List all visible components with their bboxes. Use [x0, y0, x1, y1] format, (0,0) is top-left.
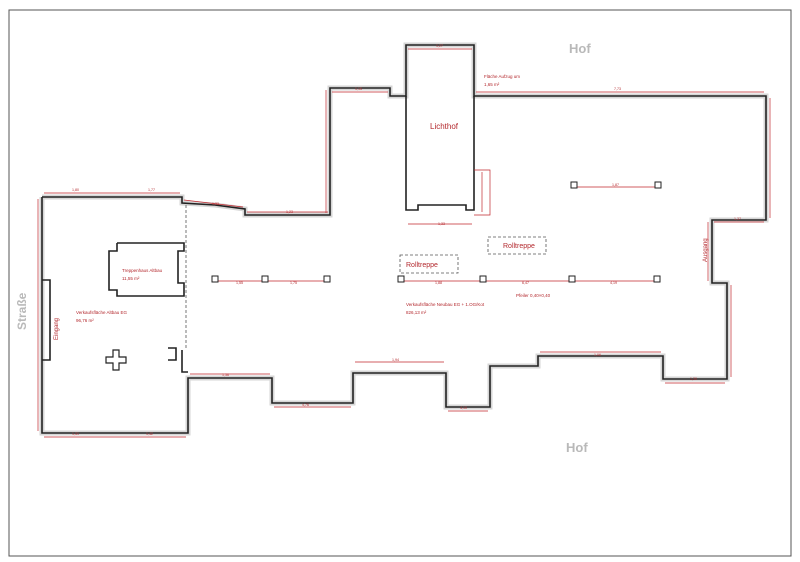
- svg-text:4,76: 4,76: [302, 403, 309, 407]
- pfeiler-label: Pfeiler 0,40×0,40: [516, 293, 551, 298]
- wall-shadow: [39, 42, 769, 436]
- treppenhaus-area: 11,55 m²: [122, 276, 140, 281]
- strasse-label: Straße: [15, 292, 29, 330]
- verkauf-neubau-label: Verkaufsfläche Neubau EG + 1.OG/Kot: [406, 302, 485, 307]
- svg-text:1,31: 1,31: [72, 432, 79, 436]
- hof-bottom-label: Hof: [566, 440, 588, 455]
- svg-text:1,94: 1,94: [392, 358, 399, 362]
- dimension-numbers: 1,80 1,77 1,15 1,27 7,73 1,87 1,55 1,75 …: [72, 44, 741, 436]
- svg-text:1,36: 1,36: [222, 373, 229, 377]
- treppenhaus-label: Treppenhaus Altbau: [122, 268, 163, 273]
- flaeche-aufzugum-label: Fläche Aufzug um: [484, 74, 520, 79]
- svg-text:1,30: 1,30: [690, 377, 697, 381]
- altbau-detail-2: [168, 347, 177, 361]
- ausgang-label: Ausgang: [703, 238, 709, 262]
- lichthof-label: Lichthof: [430, 122, 459, 131]
- svg-text:1,33: 1,33: [438, 222, 445, 226]
- pillar-row-left: [211, 275, 331, 283]
- lichthof-detail: [474, 169, 491, 216]
- svg-text:1,55: 1,55: [236, 281, 243, 285]
- svg-text:4,10: 4,10: [460, 406, 467, 410]
- sheet-border: [8, 9, 792, 557]
- svg-text:1,37: 1,37: [734, 217, 741, 221]
- dimension-lines: [37, 90, 771, 438]
- entrance-walls: [42, 279, 51, 361]
- svg-text:1,80: 1,80: [72, 188, 79, 192]
- svg-text:1,77: 1,77: [148, 188, 155, 192]
- svg-text:1,88: 1,88: [435, 281, 442, 285]
- verkauf-altbau-area: 96,76 m²: [76, 318, 94, 323]
- svg-text:1,06: 1,06: [594, 353, 601, 357]
- verkauf-altbau-label: Verkaufsfläche Altbau EG: [76, 310, 128, 315]
- svg-text:1,42: 1,42: [146, 432, 153, 436]
- rolltreppe-2-box: [487, 236, 547, 255]
- rolltreppe-1-box: [399, 254, 459, 274]
- svg-text:1,15: 1,15: [355, 87, 362, 91]
- column-cross: [105, 349, 127, 371]
- svg-text:1,23: 1,23: [286, 210, 293, 214]
- flaeche-aufzugum-area: 1,65 m²: [484, 82, 500, 87]
- verkauf-neubau-area: 826,13 m²: [406, 310, 427, 315]
- svg-text:4,19: 4,19: [610, 281, 617, 285]
- svg-text:1,75: 1,75: [290, 281, 297, 285]
- eingang-label: Eingang: [54, 318, 60, 340]
- svg-text:1,27: 1,27: [436, 44, 443, 48]
- pillar-row-right: [397, 275, 661, 283]
- exterior-walls: [41, 44, 767, 434]
- treppenhaus-walls: [108, 242, 185, 297]
- svg-text:1,87: 1,87: [612, 183, 619, 187]
- svg-text:7,73: 7,73: [614, 87, 621, 91]
- pillar-row-upper: [570, 181, 662, 189]
- altbau-detail: [181, 350, 188, 373]
- hof-top-label: Hof: [569, 41, 591, 56]
- svg-text:1,33: 1,33: [212, 202, 219, 206]
- rolltreppe-2-label: Rolltreppe: [503, 243, 535, 250]
- lichthof-walls: [405, 96, 475, 211]
- rolltreppe-1-label: Rolltreppe: [406, 262, 438, 269]
- svg-text:6,47: 6,47: [522, 281, 529, 285]
